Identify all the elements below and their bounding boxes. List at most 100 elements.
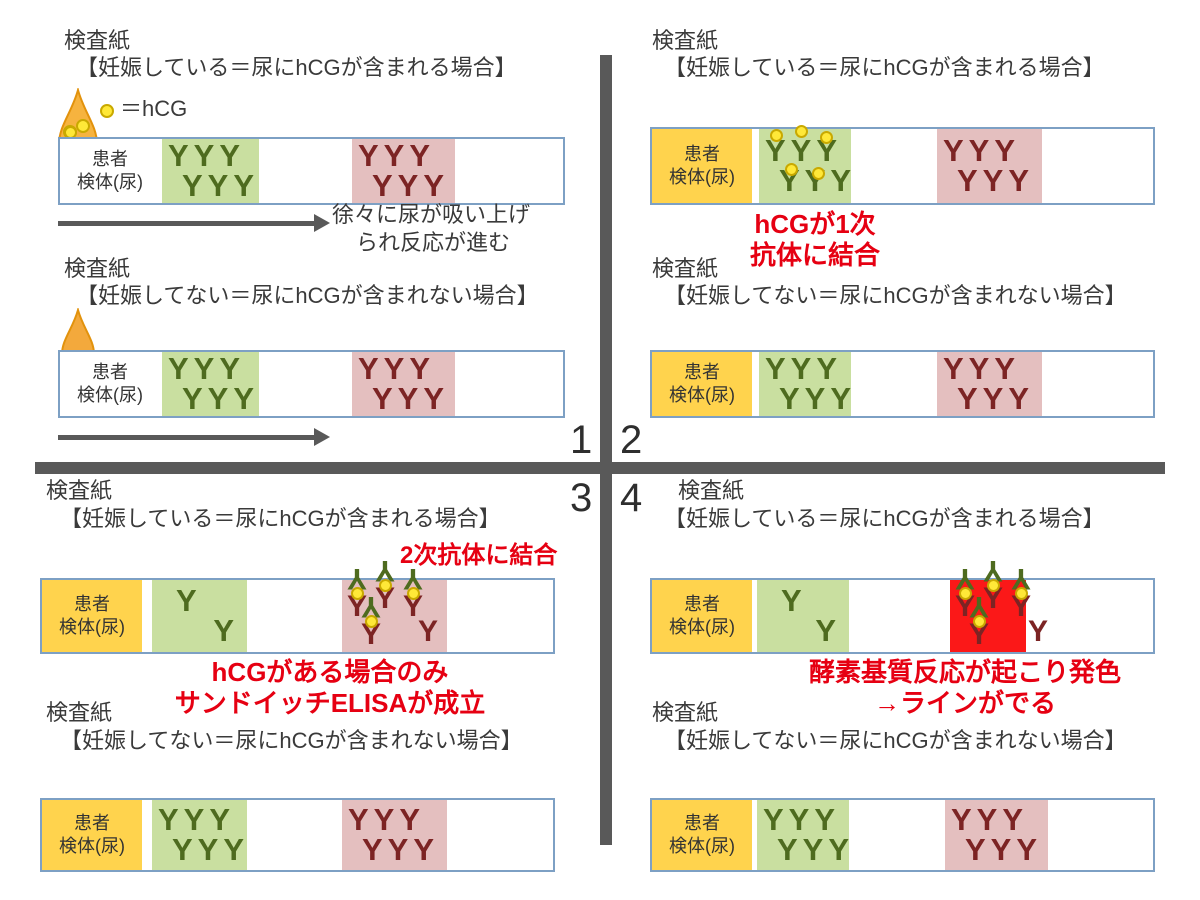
test-strip: 患者 検体(尿) YYY YYY YYY YYY [650,125,1155,205]
flow-note-line2: られ反応が進む [356,230,511,255]
antibody-single: Y [1028,615,1049,648]
paper-label: 検査紙 [64,28,131,53]
sample-label-line1: 患者 [92,361,128,382]
primary-antibody-zone: Y Y [757,580,849,652]
primary-antibody-zone: YYY YYY [757,800,849,870]
antibody-row: YYY [348,802,426,837]
secondary-antibody-zone: YYY YYY [937,129,1042,203]
sample-label-line2: 検体(尿) [669,385,735,405]
hcg-dot-icon [820,131,833,144]
secondary-antibody-zone: YYY YYY [352,352,455,416]
primary-antibody-icon: Y [346,590,367,623]
sample-label-line1: 患者 [92,148,128,169]
test-strip: 患者 検体(尿) YYY YYY YYY YYY [58,350,565,418]
primary-antibody-icon: Y [968,618,989,651]
sample-label-line2: 検体(尿) [669,617,735,637]
arrow-head [314,214,330,232]
sandwich-complex: Y Y [356,590,386,651]
case-not-pregnant-label: 【妊娠してない＝尿にhCGが含まれない場合】 [664,283,1127,308]
case-pregnant-label: 【妊娠している＝尿にhCGが含まれる場合】 [60,506,501,531]
hcg-dot-icon [350,587,364,600]
antibody-row: YYY [951,802,1029,837]
paper-label: 検査紙 [678,478,745,503]
sandwich-complex: Y Y [342,562,372,623]
antibody-row: YYY [172,832,250,867]
antibody-row: YYY [372,381,450,416]
test-strip: 患者 検体(尿) Y Y Y Y Y Y Y Y Y Y Y [40,554,555,654]
annotation-hcg-binds-primary-line2: 抗体に結合 [749,240,880,270]
paper-label: 検査紙 [64,256,131,281]
case-pregnant-label: 【妊娠している＝尿にhCGが含まれる場合】 [664,506,1105,531]
sample-label-line1: 患者 [74,593,110,614]
sample-label-line2: 検体(尿) [59,617,125,637]
antibody-row: YYY [168,138,246,173]
horizontal-divider [35,462,1165,474]
hcg-dot-icon [986,579,1000,592]
sample-zone: 患者 検体(尿) [652,352,752,416]
sample-label-line2: 検体(尿) [77,385,143,405]
case-pregnant-label: 【妊娠している＝尿にhCGが含まれる場合】 [664,55,1105,80]
sample-zone: 患者 検体(尿) [652,129,752,203]
hcg-dot-icon [406,587,420,600]
antibody-single: Y [815,613,841,648]
sample-label-line2: 検体(尿) [669,836,735,856]
test-strip: 患者 検体(尿) YYY YYY YYY YYY [650,350,1155,418]
flow-note-line1: 徐々に尿が吸い上げ [332,202,531,227]
primary-antibody-icon: Y [954,590,975,623]
sandwich-complex: Y Y [370,554,400,615]
panel-number-3: 3 [570,476,593,520]
sample-label-line1: 患者 [684,593,720,614]
primary-antibody-zone: YYY YYY [152,800,247,870]
sample-zone: 患者 検体(尿) [652,800,752,870]
antibody-single: Y [418,615,439,648]
antibody-single: Y [781,583,807,618]
secondary-antibody-zone: YYY YYY [342,800,447,870]
case-not-pregnant-label: 【妊娠してない＝尿にhCGが含まれない場合】 [76,283,539,308]
annotation-binds-secondary: 2次抗体に結合 [400,542,558,569]
case-not-pregnant-label: 【妊娠してない＝尿にhCGが含まれない場合】 [60,728,523,753]
sample-zone: 患者 検体(尿) [60,352,160,416]
primary-antibody-icon: Y [982,582,1003,615]
antibody-row: YYY [182,168,260,203]
test-strip: 患者 検体(尿) YYY YYY YYY YYY [58,137,565,205]
antibody-row: YYY [957,381,1035,416]
antibody-row: YYY [168,351,246,386]
antibody-row: YYY [358,351,436,386]
case-pregnant-label: 【妊娠している＝尿にhCGが含まれる場合】 [76,55,517,80]
antibody-row: YYY [957,163,1035,198]
antibody-row: YYY [182,381,260,416]
paper-label: 検査紙 [652,28,719,53]
secondary-antibody-zone: YYY YYY [937,352,1042,416]
antibody-row: YYY [965,832,1043,867]
annotation-sandwich-line1: hCGがある場合のみ [211,657,449,687]
antibody-row: YYY [765,351,843,386]
annotation-color-reaction-line1: 酵素基質反応が起こり発色 [808,657,1121,687]
annotation-color-reaction-line2: →ラインがでる [873,688,1056,718]
arrow-shaft [58,434,314,440]
antibody-row: YYY [763,802,841,837]
sandwich-complex: Y Y [964,590,994,651]
sample-label-line1: 患者 [684,361,720,382]
sandwich-complex: Y Y [1006,562,1036,622]
annotation-hcg-binds-primary-line1: hCGが1次 [754,209,876,239]
hcg-dot-icon [1014,587,1028,600]
primary-antibody-zone: YYY YYY [162,352,259,416]
sandwich-complex: Y Y [398,562,428,622]
primary-antibody-icon: Y [360,618,381,651]
sample-label-line1: 患者 [74,812,110,833]
paper-label: 検査紙 [652,256,719,281]
antibody-row: YYY [362,832,440,867]
antibody-row: YYY [943,133,1021,168]
test-strip: 患者 検体(尿) YYY YYY YYY YYY [40,798,555,872]
hcg-legend-label: ＝hCG [120,96,188,121]
panel-number-2: 2 [620,418,643,462]
sandwich-complex: Y Y [950,562,980,623]
hcg-legend-dot-icon [100,104,114,118]
vertical-divider [600,55,612,845]
hcg-dot-icon [812,167,825,180]
arrow-shaft [58,220,314,226]
primary-antibody-icon: Y [374,582,395,615]
secondary-antibody-zone: YYY YYY [352,139,455,203]
antibody-row: YYY [158,802,236,837]
sample-zone: 患者 検体(尿) [42,580,142,652]
